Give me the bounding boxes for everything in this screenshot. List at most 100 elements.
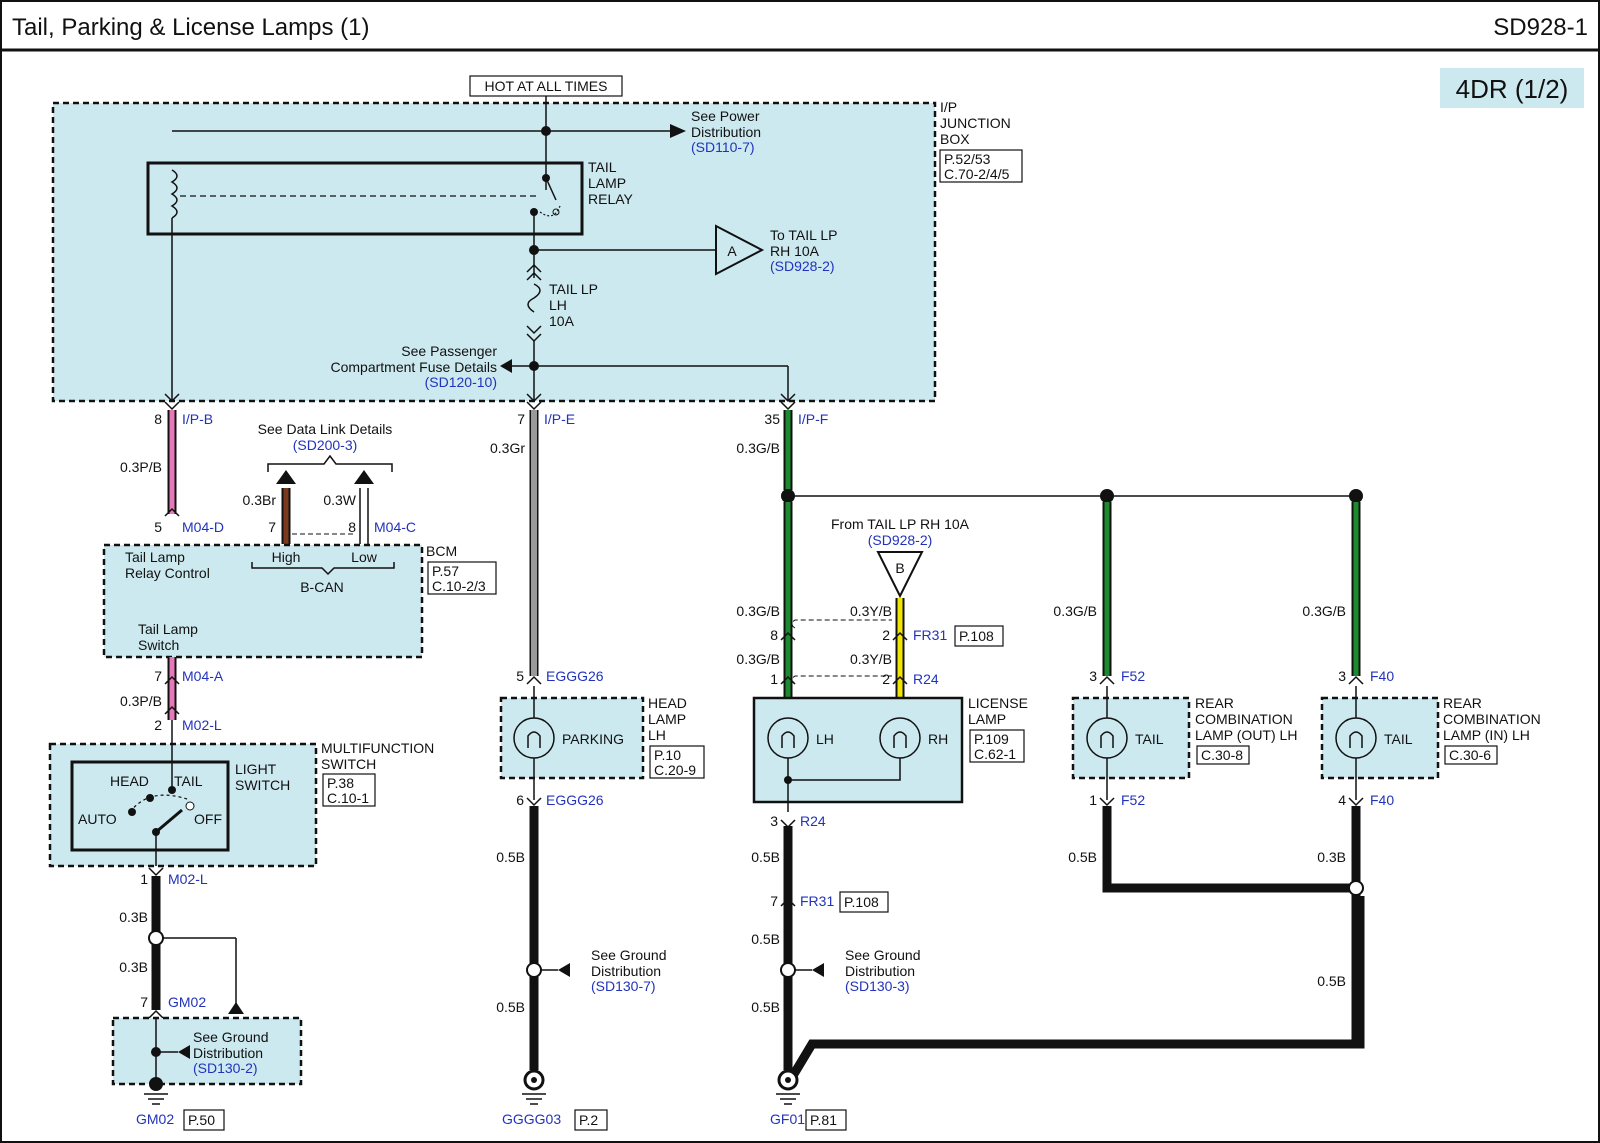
license-label: LAMP [968,711,1006,727]
wire-label: 0.3Gr [490,440,525,456]
ipjb-label: JUNCTION [940,115,1011,131]
mfs-ref: C.10-1 [327,790,369,806]
pin-label: 1 [1089,792,1097,808]
connector-b-symbol: B [895,560,904,576]
bulb-label: RH [928,731,948,747]
relay-label: RELAY [588,191,634,207]
ground-label: Distribution [845,963,915,979]
pin-label: 2 [154,717,162,733]
passenger-label: Compartment Fuse Details [330,359,497,375]
mfs-label: SWITCH [321,756,376,772]
pin-label: 7 [140,994,148,1010]
wire-label: 0.3W [323,492,356,508]
hot-label: HOT AT ALL TIMES [485,78,608,94]
datalink-label: See Data Link Details [258,421,393,437]
connector-label: R24 [800,813,826,829]
connector-label: I/P-E [544,411,575,427]
ip-junction-box [51,101,937,403]
ground-ref: (SD130-7) [591,978,656,994]
bcm-ref: P.57 [432,563,459,579]
wire-label: 0.3G/B [1302,603,1346,619]
connector-label: R24 [913,671,939,687]
connector-label: F40 [1370,792,1394,808]
from-tail-label: From TAIL LP RH 10A [831,516,970,532]
wire-label: 0.3G/B [1053,603,1097,619]
variant-badge: 4DR (1/2) [1456,74,1569,104]
pin-label: 3 [1089,668,1097,684]
connector-label: GM02 [168,994,206,1010]
connector-label: I/P-B [182,411,213,427]
ground-label: See Ground [845,947,921,963]
connector-label: EGGG26 [546,668,604,684]
bcm-text: Tail Lamp [125,549,185,565]
pin-label: 4 [1338,792,1346,808]
pin-label: 6 [516,792,524,808]
connector-ref: P.108 [959,628,994,644]
connector-label: M04-D [182,519,224,535]
connector-label: I/P-F [798,411,828,427]
wire-label: 0.5B [496,999,525,1015]
ground-page: P.2 [579,1112,598,1128]
license-label: LICENSE [968,695,1028,711]
bcm-label: BCM [426,543,457,559]
headlamp-label: HEAD [648,695,687,711]
connector-a-symbol: A [727,243,737,259]
connector-label: FR31 [800,893,834,909]
passenger-label: See Passenger [401,343,497,359]
bulb-label: TAIL [1384,731,1413,747]
rcl-in-label: REAR [1443,695,1482,711]
pin-label: 8 [348,519,356,535]
headlamp-label: LH [648,727,666,743]
wire-label: 0.3G/B [736,603,780,619]
mfs-text: OFF [194,811,222,827]
connector-label: F40 [1370,668,1394,684]
power-label: See Power [691,108,760,124]
fuse-label: TAIL LP [549,281,598,297]
rcl-in-label: LAMP (IN) LH [1443,727,1530,743]
connector-label: M02-L [168,871,208,887]
pin-label: 8 [770,627,778,643]
ground-name: GM02 [136,1111,174,1127]
rcl-out-ref: C.30-8 [1201,747,1243,763]
pin-label: 5 [154,519,162,535]
bulb-label: PARKING [562,731,624,747]
bulb-label: LH [816,731,834,747]
ipjb-ref: P.52/53 [944,151,991,167]
fuse-label: LH [549,297,567,313]
pin-label: 2 [882,627,890,643]
wire-label: 0.5B [496,849,525,865]
mfs-text: HEAD [110,773,149,789]
ground-page: P.50 [188,1112,215,1128]
license-ref: P.109 [974,731,1009,747]
wire-label: 0.3Br [243,492,277,508]
bcm-text: Low [351,549,378,565]
wire-label: 0.3P/B [120,459,162,475]
to-tail-ref: (SD928-2) [770,258,835,274]
mfs-ref: P.38 [327,775,354,791]
ground-label: Distribution [591,963,661,979]
pin-label: 7 [268,519,276,535]
ground-name: GGGG03 [502,1111,561,1127]
pin-label: 7 [770,893,778,909]
ground-ref: (SD130-2) [193,1060,258,1076]
page-title: Tail, Parking & License Lamps (1) [12,14,370,41]
bcm-text: High [272,549,301,565]
bcm-text: Switch [138,637,179,653]
fuse-label: 10A [549,313,575,329]
wire-label: 0.5B [751,849,780,865]
from-tail-ref: (SD928-2) [868,532,933,548]
wire-label: 0.3Y/B [850,651,892,667]
pin-label: 7 [154,668,162,684]
ground-label: See Ground [193,1029,269,1045]
wire-label: 0.3G/B [736,651,780,667]
ground-page: P.81 [810,1112,837,1128]
mfs-text: LIGHT [235,761,277,777]
ground-ref: (SD130-3) [845,978,910,994]
pin-label: 7 [517,411,525,427]
ground-label: See Ground [591,947,667,963]
bulb-label: TAIL [1135,731,1164,747]
wire-label: 0.3B [1317,849,1346,865]
wire-label: 0.5B [751,999,780,1015]
mfs-text: TAIL [174,773,203,789]
tail-lamp-relay [146,161,584,236]
